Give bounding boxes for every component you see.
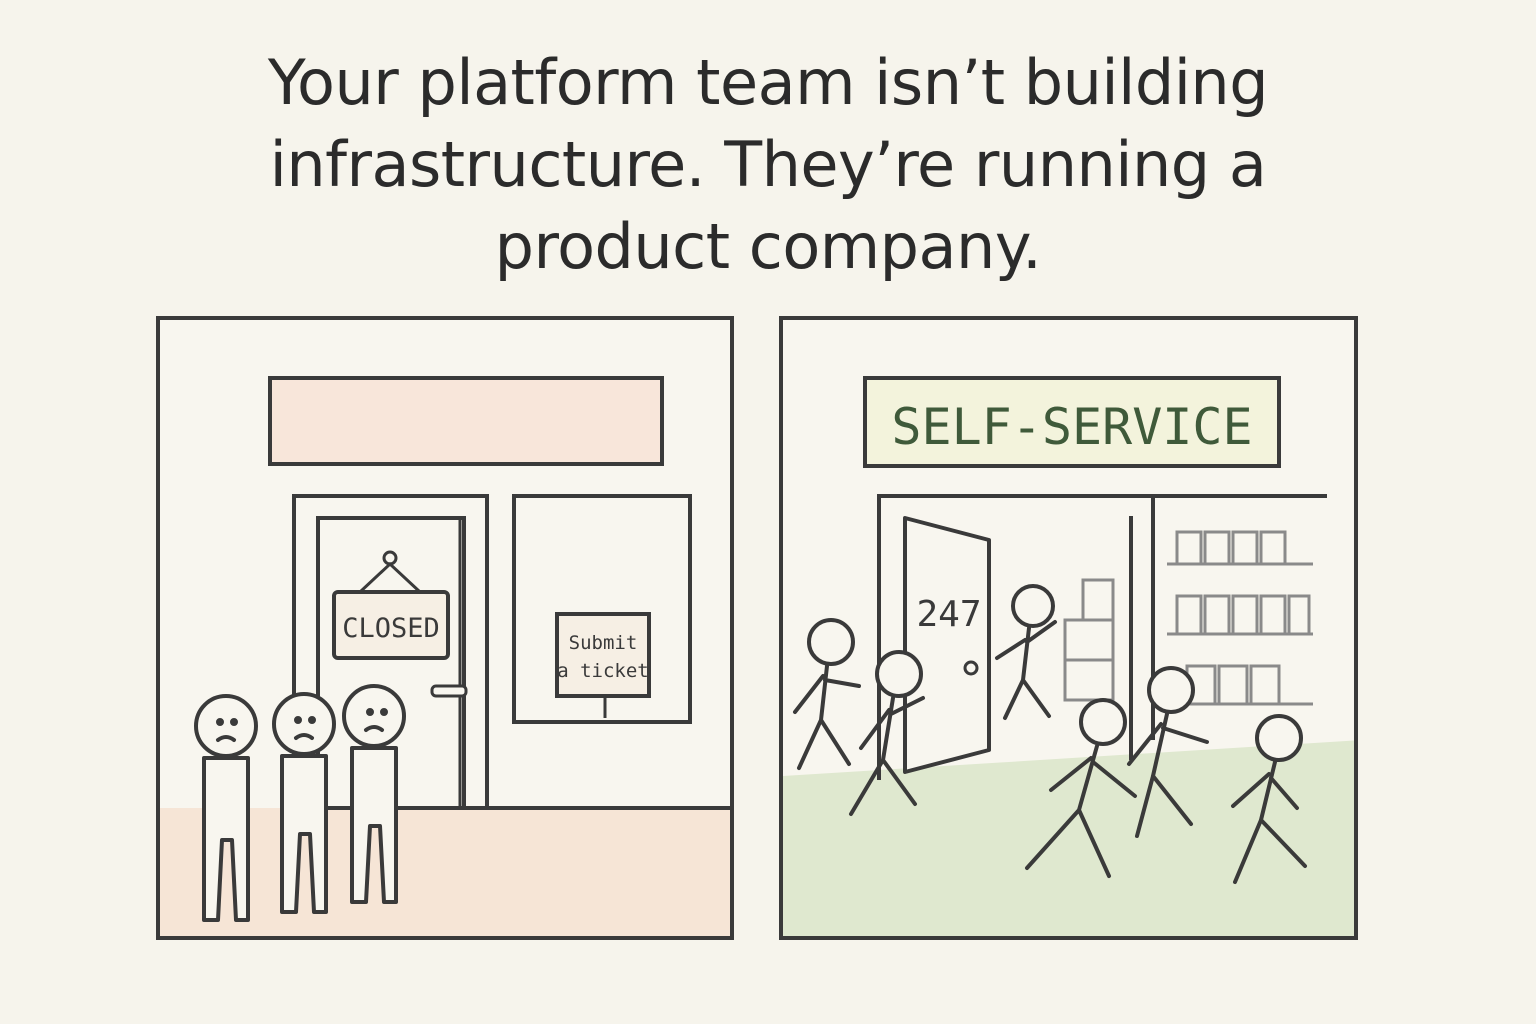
door-label: 247 (916, 594, 981, 635)
blank-store-sign (268, 376, 664, 466)
door-frame (292, 494, 489, 808)
self-service-illustration: SELF-SERVICE 247 (783, 376, 1354, 936)
floor (160, 808, 730, 936)
waiting-people (194, 684, 406, 922)
walking-people (793, 584, 1307, 884)
self-service-panel: SELF-SERVICE 247 (779, 316, 1358, 940)
headline-line-3: product company. (494, 210, 1042, 283)
walking-person-3 (995, 584, 1057, 720)
closed-sign-text: CLOSED (342, 613, 440, 644)
sign-string (358, 561, 422, 594)
ticket-sign-line-2: a ticket (557, 660, 649, 682)
closed-storefront-illustration: CLOSED Submit a ticket (160, 376, 730, 936)
shelves (1063, 530, 1313, 706)
headline-line-1: Your platform team isn’t building (267, 46, 1269, 119)
walking-person-6 (1231, 714, 1307, 884)
closed-sign (332, 590, 450, 660)
store-window (512, 494, 692, 724)
waiting-person-2 (272, 692, 336, 914)
walking-person-1 (793, 618, 861, 770)
walking-person-2 (849, 650, 925, 816)
walking-person-4 (1025, 698, 1137, 878)
door-knob (963, 660, 979, 676)
headline-line-2: infrastructure. They’re running a (269, 128, 1267, 201)
ticket-sign (555, 612, 651, 698)
walking-person-5 (1127, 666, 1209, 838)
closed-storefront-panel: CLOSED Submit a ticket (156, 316, 734, 940)
waiting-person-3 (342, 684, 406, 904)
green-floor (783, 740, 1354, 936)
waiting-person-1 (194, 694, 258, 922)
self-service-sign-text: SELF-SERVICE (891, 398, 1252, 456)
door-handle (430, 684, 468, 698)
ticket-sign-line-1: Submit (569, 632, 638, 654)
headline: Your platform team isn’t building infras… (0, 42, 1536, 288)
self-service-sign (863, 376, 1281, 468)
open-door (903, 516, 991, 774)
